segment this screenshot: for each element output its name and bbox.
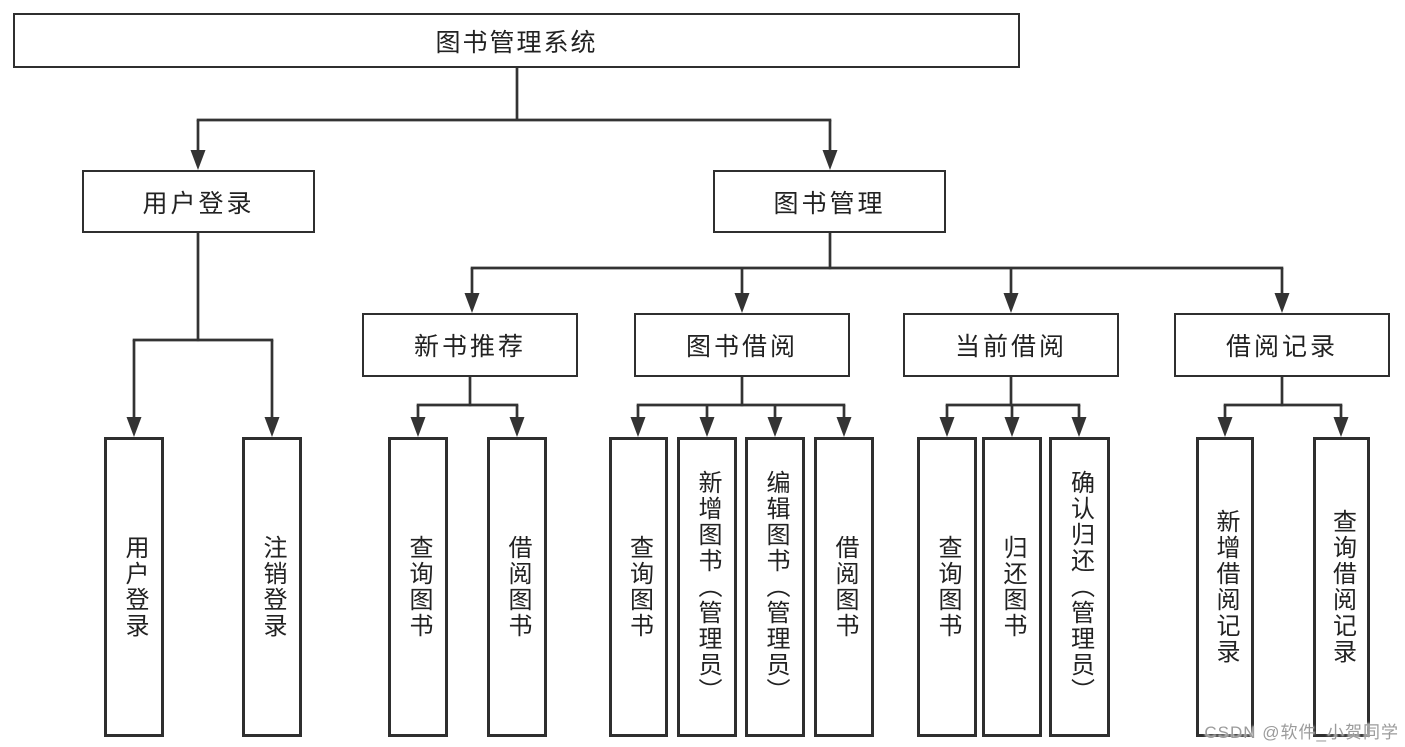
csdn-watermark: CSDN @软件_小贺同学 bbox=[1204, 723, 1399, 742]
leaf-confirm-return-admin: 确认归还（管理员） bbox=[1049, 437, 1110, 737]
leaf-user-login: 用户登录 bbox=[104, 437, 164, 737]
node-label: 确认归还（管理员） bbox=[1066, 470, 1094, 704]
node-borrowing-records: 借阅记录 bbox=[1174, 313, 1390, 377]
node-library-management-system: 图书管理系统 bbox=[13, 13, 1020, 68]
node-label: 图书管理 bbox=[773, 189, 886, 218]
node-book-management: 图书管理 bbox=[713, 170, 946, 233]
connector-borrow-record-split bbox=[1223, 377, 1343, 422]
leaf-query-borrow-record: 查询借阅记录 bbox=[1313, 437, 1370, 737]
connector-book-borrow-split bbox=[636, 377, 846, 422]
leaf-add-books-admin: 新增图书（管理员） bbox=[677, 437, 737, 737]
node-label: 新增借阅记录 bbox=[1212, 509, 1239, 665]
node-label: 注销登录 bbox=[259, 535, 286, 639]
leaf-logout: 注销登录 bbox=[242, 437, 302, 737]
leaf-add-borrow-record: 新增借阅记录 bbox=[1196, 437, 1254, 737]
node-label: 当前借阅 bbox=[954, 333, 1067, 361]
leaf-borrow-books: 借阅图书 bbox=[814, 437, 874, 737]
arrowheads-level3 bbox=[464, 293, 1290, 313]
leaf-borrow-books-recommend: 借阅图书 bbox=[487, 437, 547, 737]
leaf-query-books-current: 查询图书 bbox=[917, 437, 977, 737]
node-label: 查询图书 bbox=[625, 535, 653, 639]
node-label: 图书借阅 bbox=[685, 333, 798, 361]
arrowheads-level2 bbox=[190, 150, 838, 170]
node-book-borrowing: 图书借阅 bbox=[634, 313, 850, 377]
leaf-edit-books-admin: 编辑图书（管理员） bbox=[745, 437, 805, 737]
node-user-login: 用户登录 bbox=[82, 170, 315, 233]
node-label: 图书管理系统 bbox=[435, 28, 598, 57]
node-label: 新增图书（管理员） bbox=[694, 470, 721, 704]
node-label: 借阅图书 bbox=[504, 535, 531, 639]
node-label: 查询图书 bbox=[934, 535, 961, 639]
node-label: 查询借阅记录 bbox=[1328, 509, 1356, 665]
connector-book-mgmt-split bbox=[470, 233, 1284, 298]
connector-new-book-split bbox=[416, 377, 519, 422]
node-label: 用户登录 bbox=[121, 535, 148, 639]
leaf-query-books-recommend: 查询图书 bbox=[388, 437, 448, 737]
node-label: 用户登录 bbox=[142, 189, 255, 218]
connector-user-login-split bbox=[132, 233, 274, 422]
node-label: 借阅图书 bbox=[831, 535, 858, 639]
connector-current-borrow-split bbox=[945, 377, 1081, 422]
node-label: 编辑图书（管理员） bbox=[762, 470, 789, 704]
node-label: 归还图书 bbox=[999, 535, 1026, 639]
connector-root-split bbox=[196, 68, 832, 155]
node-label: 借阅记录 bbox=[1225, 333, 1338, 361]
arrowheads-leaves bbox=[126, 417, 1349, 437]
node-current-borrowing: 当前借阅 bbox=[903, 313, 1119, 377]
node-new-book-recommendation: 新书推荐 bbox=[362, 313, 578, 377]
leaf-query-books-borrow: 查询图书 bbox=[609, 437, 668, 737]
node-label: 查询图书 bbox=[405, 535, 432, 639]
node-label: 新书推荐 bbox=[413, 333, 526, 361]
leaf-return-books: 归还图书 bbox=[982, 437, 1042, 737]
